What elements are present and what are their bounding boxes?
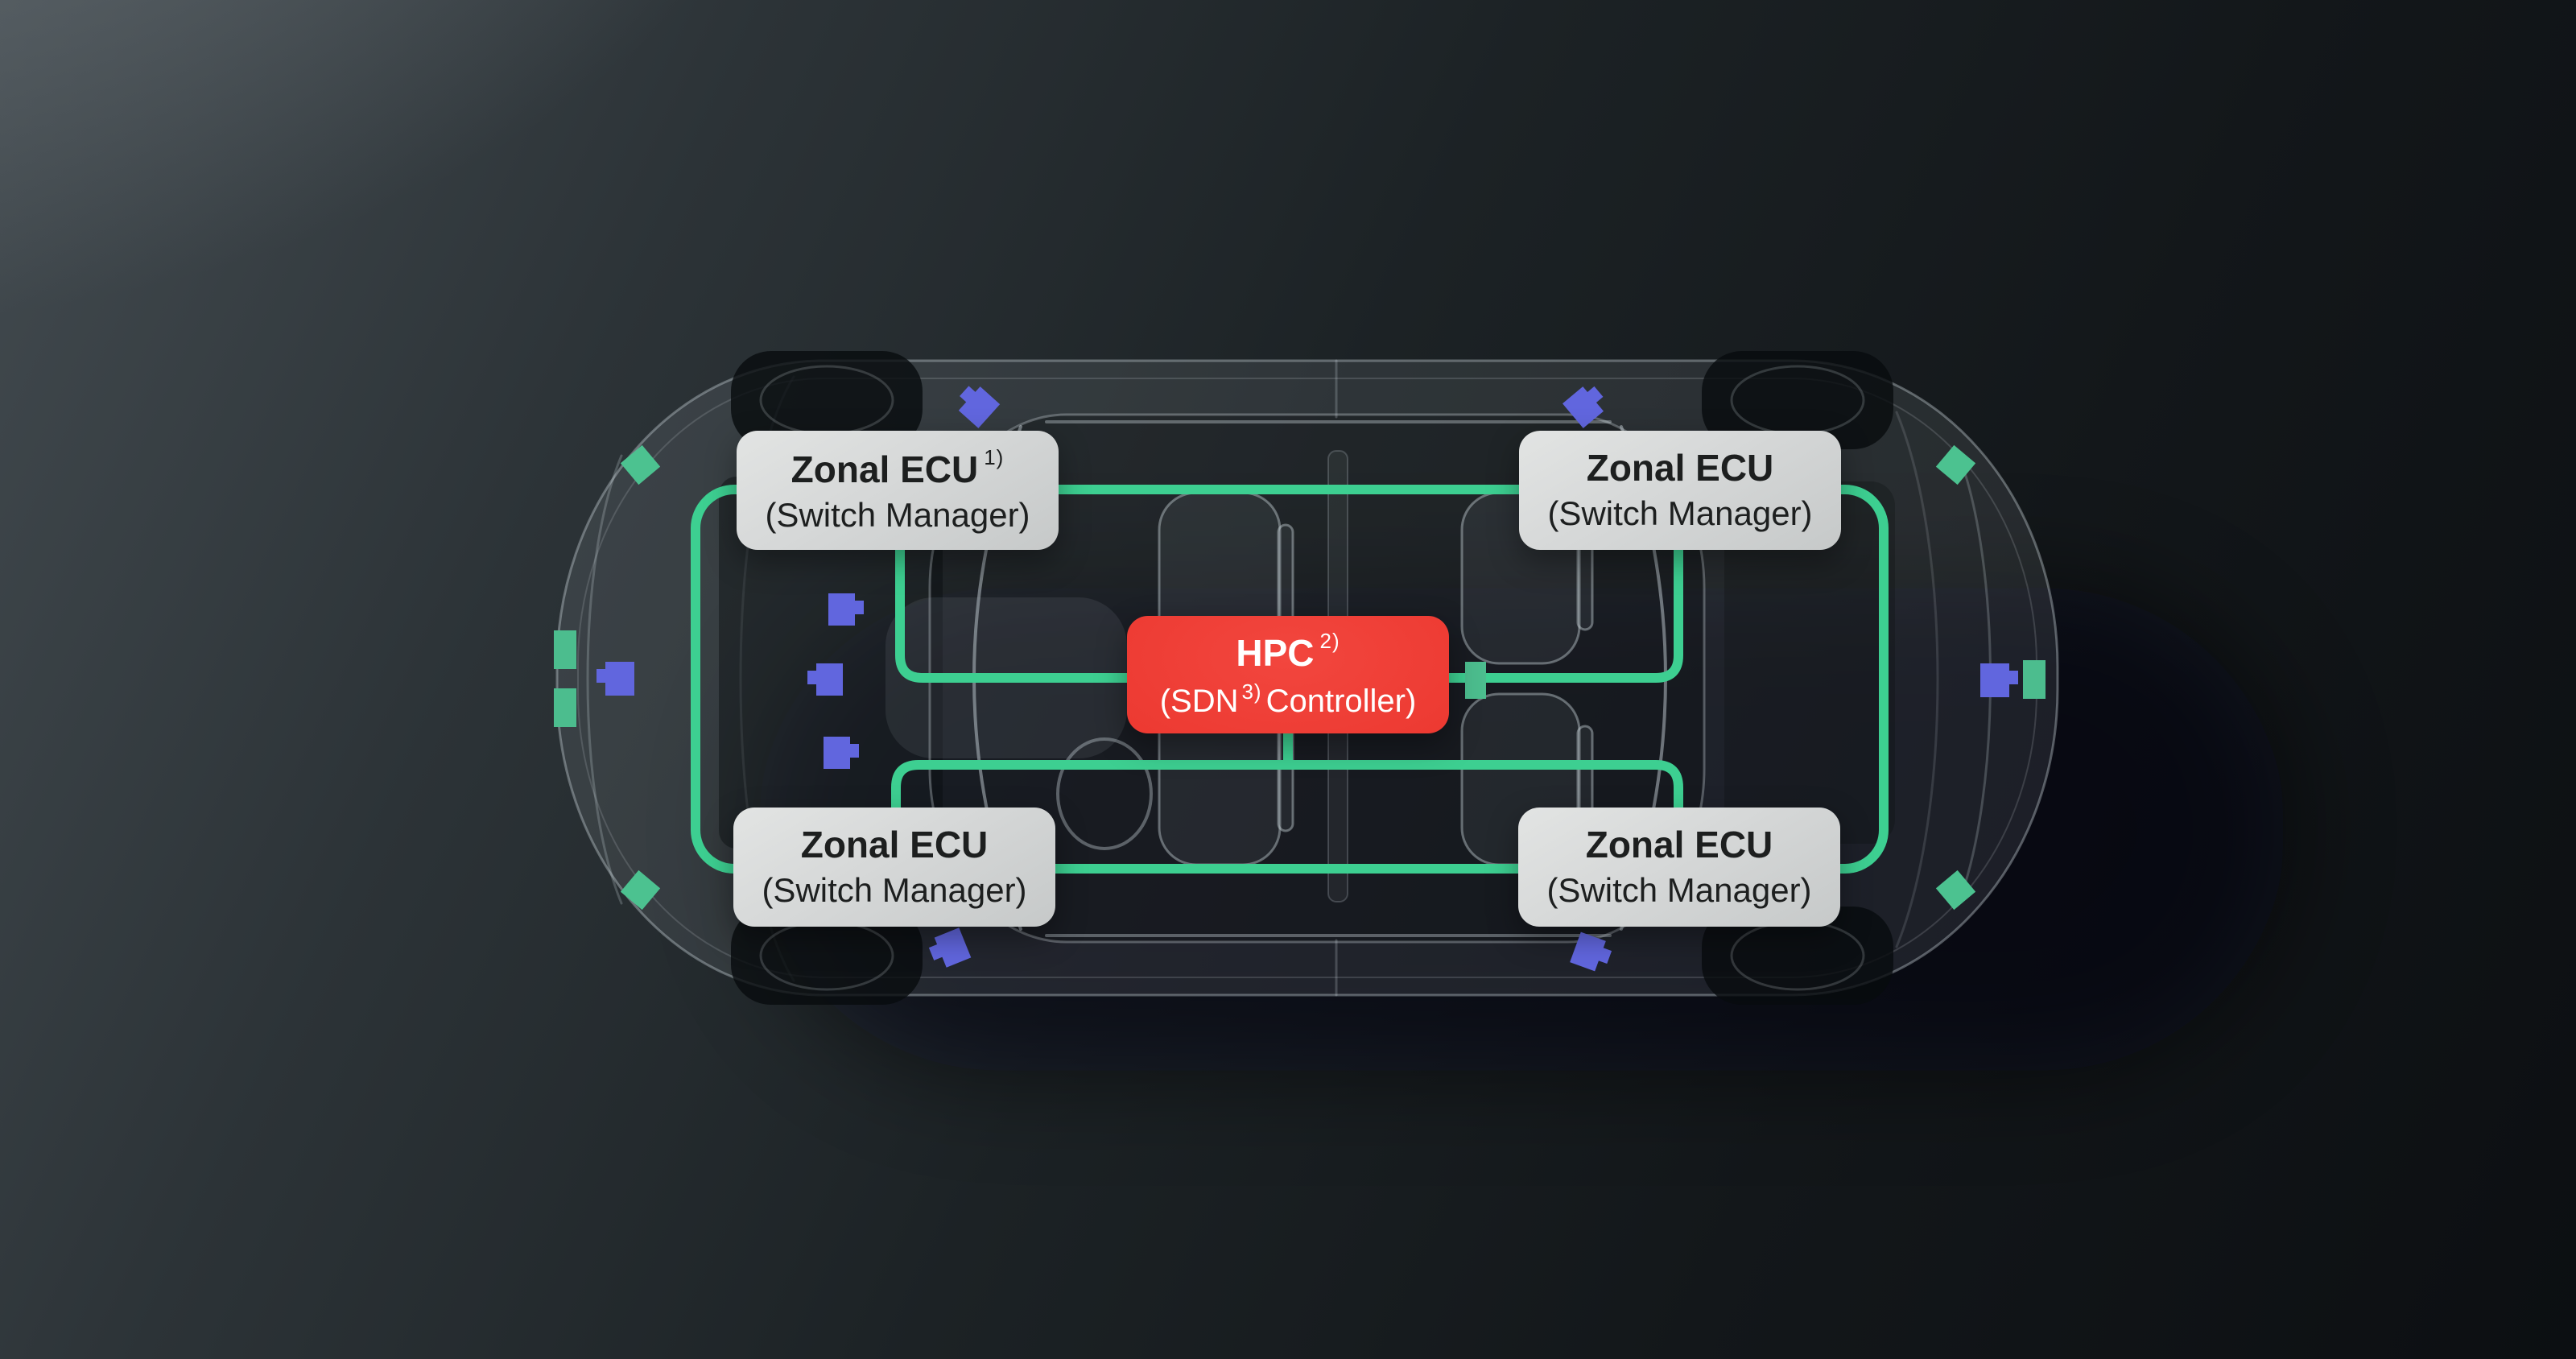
front-edge-node-icon [554, 688, 576, 727]
node-subtitle: (Switch Manager) [762, 871, 1027, 910]
zonal-ecu-bottom-left: Zonal ECU (Switch Manager) [733, 808, 1055, 927]
connector-plug-icon [824, 737, 859, 769]
footnote-marker: 2) [1319, 629, 1340, 654]
node-title: Zonal ECU [1585, 823, 1773, 865]
footnote-marker: 3) [1241, 680, 1262, 704]
connector-plug-icon [807, 663, 843, 696]
node-title: Zonal ECU [1586, 446, 1774, 489]
wheels [731, 351, 1893, 1005]
connector-plug-icon [828, 593, 864, 626]
zonal-ecu-bottom-right: Zonal ECU (Switch Manager) [1518, 808, 1840, 927]
connector-plug-icon [597, 662, 634, 696]
zonal-ecu-top-right: Zonal ECU (Switch Manager) [1519, 431, 1841, 550]
link-topright-to-hpc [1447, 547, 1683, 683]
node-subtitle: (Switch Manager) [1546, 871, 1812, 910]
hpc-link-node-icon [1465, 662, 1486, 699]
ring-backbone-line [691, 485, 1889, 874]
footnote-marker: 1) [984, 444, 1005, 469]
node-subtitle: (Switch Manager) [765, 496, 1030, 535]
node-title: Zonal ECU [800, 823, 989, 865]
front-edge-node-icon [554, 630, 576, 669]
node-subtitle: (Switch Manager) [1547, 494, 1813, 533]
link-topleft-to-hpc [895, 547, 1129, 683]
connector-plug-icon [1980, 663, 2018, 697]
network-lines [691, 485, 1889, 874]
steering-wheel [1056, 737, 1153, 850]
rear-edge-node-icon [2023, 660, 2046, 699]
